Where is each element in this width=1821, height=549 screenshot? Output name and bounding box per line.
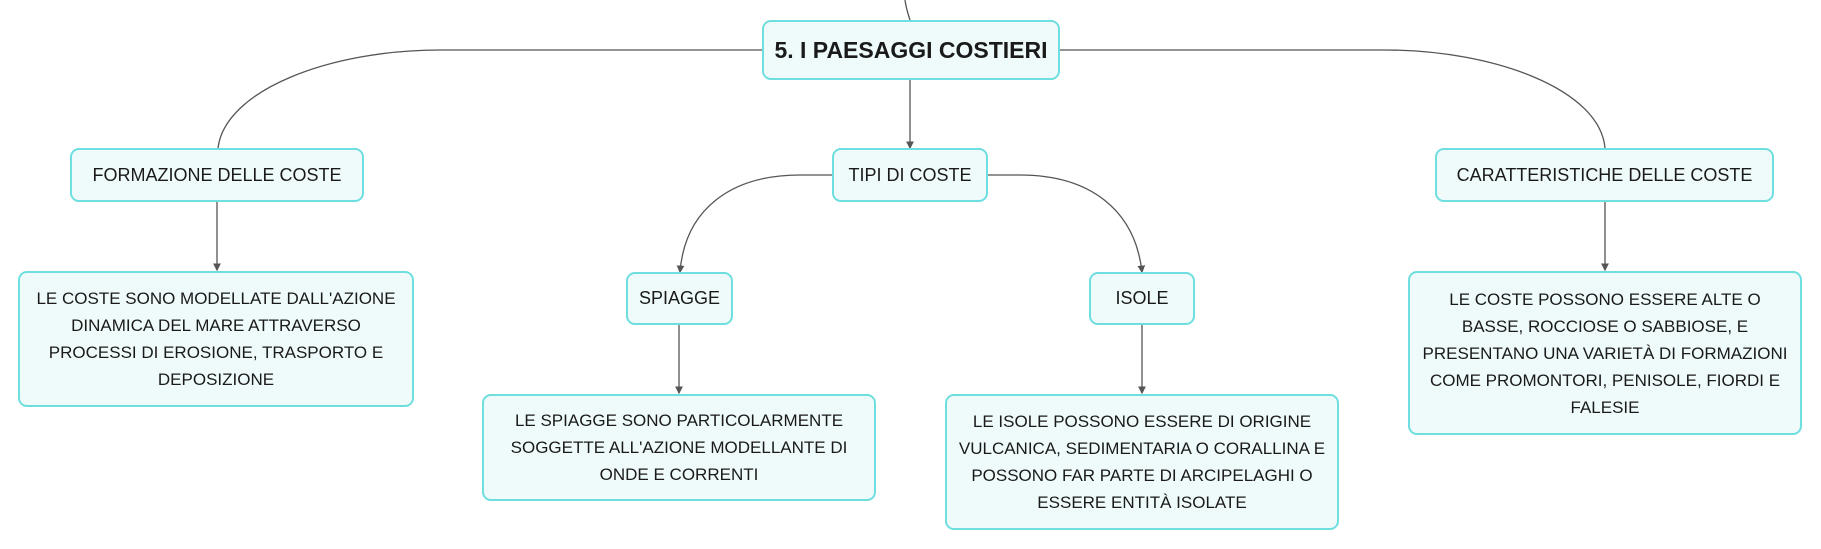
- connector-root-to-formazione: [217, 49, 762, 149]
- text-caratteristiche-delle-coste[interactable]: LE COSTE POSSONO ESSERE ALTE O BASSE, RO…: [1408, 271, 1802, 435]
- topic-tipi-di-coste[interactable]: TIPI DI COSTE: [832, 148, 988, 202]
- text-isole[interactable]: LE ISOLE POSSONO ESSERE DI ORIGINE VULCA…: [945, 394, 1339, 530]
- text-formazione-delle-coste[interactable]: LE COSTE SONO MODELLATE DALL'AZIONE DINA…: [18, 271, 414, 407]
- connector-root-to-caratteristiche: [1060, 49, 1606, 149]
- topic-isole[interactable]: ISOLE: [1089, 272, 1195, 325]
- topic-formazione-delle-coste[interactable]: FORMAZIONE DELLE COSTE: [70, 148, 364, 202]
- root-topic-node[interactable]: 5. I PAESAGGI COSTIERI: [762, 20, 1060, 80]
- connector-tipi-to-isole: [988, 174, 1146, 274]
- topic-caratteristiche-delle-coste[interactable]: CARATTERISTICHE DELLE COSTE: [1435, 148, 1774, 202]
- topic-spiagge[interactable]: SPIAGGE: [626, 272, 733, 325]
- connector-tipi-to-spiagge: [676, 174, 832, 274]
- text-spiagge[interactable]: LE SPIAGGE SONO PARTICOLARMENTE SOGGETTE…: [482, 394, 876, 501]
- connector-parent-to-root: [904, 0, 911, 21]
